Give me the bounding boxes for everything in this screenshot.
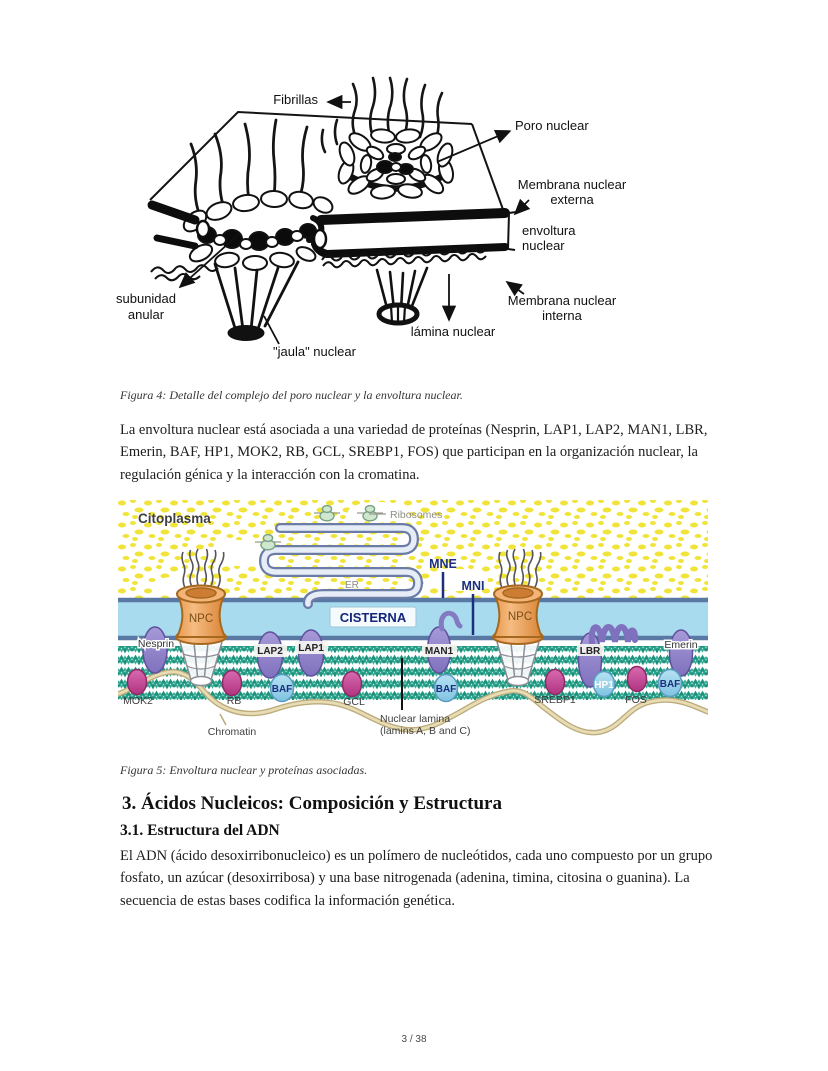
mni-label: MNI — [462, 579, 485, 593]
figure4-diagram: Fibrillas Poro nuclear Membrana nuclear … — [116, 76, 627, 359]
cisterna-label-box — [329, 606, 417, 628]
mok2-label: MOK2 — [123, 695, 153, 707]
nuclear-pore-rosette — [337, 128, 455, 200]
hp1-label: HP1 — [594, 680, 614, 691]
figure5-diagram: ER Ribosomes NPC NPC MNE MNI CISTERNA — [118, 498, 708, 748]
fig4-label-envoltura-1: envoltura — [522, 223, 576, 238]
membrane-pointers — [441, 572, 475, 635]
figure4-caption: Figura 4: Detalle del complejo del poro … — [120, 388, 463, 402]
chromatin-label: Chromatin — [208, 726, 257, 738]
paragraph-adn: El ADN (ácido desoxirribonucleico) es un… — [120, 848, 713, 909]
fig4-label-poro-nuclear: Poro nuclear — [515, 118, 589, 133]
figure5-caption: Figura 5: Envoltura nuclear y proteínas … — [120, 763, 368, 777]
fibrils-top-pore — [320, 76, 444, 154]
citoplasma-label: Citoplasma — [138, 511, 211, 526]
nuclear-basket — [213, 260, 300, 341]
section-heading: 3. Ácidos Nucleicos: Composición y Estru… — [122, 793, 502, 814]
rb-label: RB — [227, 695, 242, 707]
er-label: ER — [345, 580, 359, 591]
chromatin-strand — [118, 669, 708, 736]
baf1-label: BAF — [272, 684, 293, 695]
membrane-sheet-edges — [149, 110, 506, 216]
fig4-label-fibrillas: Fibrillas — [273, 92, 318, 107]
emerin-label: Emerin — [664, 639, 697, 651]
figure4-leader-lines — [178, 94, 531, 345]
ribosomes — [254, 504, 386, 551]
fig4-label-subunidad-1: subunidad — [116, 291, 176, 306]
lbr-label: LBR — [580, 646, 601, 657]
fig4-label-subunidad-2: anular — [128, 307, 165, 322]
fibrils-cross-section — [189, 118, 309, 220]
nesprin-label: Nesprin — [138, 638, 174, 650]
ribosomes-label: Ribosomes — [390, 509, 443, 521]
fig4-label-membrana-interna-1: Membrana nuclear — [508, 293, 617, 308]
purple-proteins — [142, 610, 694, 688]
cyan-proteins — [269, 668, 683, 703]
paragraph-envoltura: La envoltura nuclear está asociada a una… — [120, 422, 708, 483]
baf3-label: BAF — [660, 679, 681, 690]
lap2-label: LAP2 — [257, 646, 283, 657]
subsection-heading: 3.1. Estructura del ADN — [120, 822, 280, 839]
nuclear-envelope-membranes — [147, 200, 510, 258]
baf2-label: BAF — [436, 684, 457, 695]
pore-cross-section — [182, 189, 334, 271]
npc-right-label: NPC — [508, 611, 532, 623]
mne-label: MNE — [429, 557, 457, 571]
fig4-label-lamina-nuclear: lámina nuclear — [411, 324, 496, 339]
fos-label: FOS — [625, 694, 647, 706]
fig4-label-envoltura-2: nuclear — [522, 238, 565, 253]
protein-chips — [254, 641, 604, 657]
nuclear-lamina-label-2: (lamins A, B and C) — [380, 725, 470, 737]
man1-label: MAN1 — [425, 646, 454, 657]
magenta-proteins — [126, 665, 648, 698]
gcl-label: GCL — [343, 696, 365, 708]
lap1-label: LAP1 — [298, 643, 324, 654]
cisterna-label: CISTERNA — [340, 610, 407, 625]
fig4-label-membrana-externa-2: externa — [550, 192, 594, 207]
npc-left-label: NPC — [189, 613, 213, 625]
fig4-label-membrana-interna-2: interna — [542, 308, 583, 323]
nuclear-lamina-label-1: Nuclear lamina — [380, 713, 450, 725]
endoplasmic-reticulum — [259, 523, 423, 609]
fig4-label-membrana-externa-1: Membrana nuclear — [518, 177, 627, 192]
fig4-label-jaula-nuclear: "jaula" nuclear — [273, 344, 357, 359]
chromatin-pointer — [219, 713, 227, 726]
srebp1-label: SREBP1 — [534, 694, 576, 706]
page-number: 3 / 38 — [401, 1034, 427, 1045]
lamina-basket — [375, 266, 429, 326]
